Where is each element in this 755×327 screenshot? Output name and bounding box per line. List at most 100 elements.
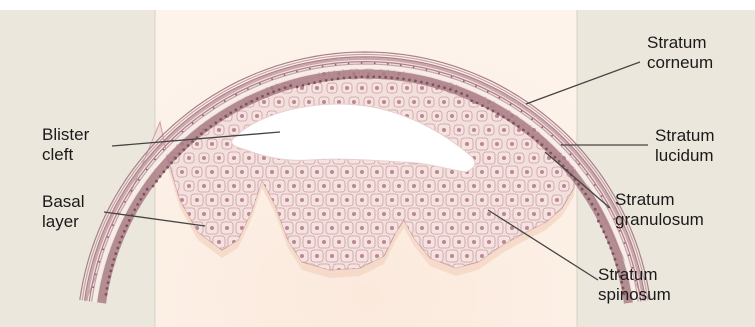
granule (384, 76, 387, 79)
cell-nucleus (202, 184, 206, 188)
label-basal-layer-line2: layer (42, 212, 79, 231)
cell-nucleus (360, 170, 364, 174)
corneum-fleck (124, 201, 126, 203)
cell-nucleus (405, 198, 409, 202)
granule (420, 81, 423, 84)
cell-nucleus (337, 240, 341, 244)
granule (443, 86, 446, 89)
granule (541, 144, 544, 147)
corneum-fleck (594, 184, 596, 186)
label-stratum-corneum: Stratum corneum (647, 33, 713, 72)
corneum-fleck (102, 249, 104, 251)
granule (111, 264, 114, 267)
corneum-fleck (413, 66, 415, 68)
cell-nucleus (217, 212, 221, 216)
granule (588, 198, 591, 201)
cell-nucleus (442, 100, 446, 104)
corneum-fleck (628, 254, 630, 256)
granule (159, 175, 162, 178)
granule (191, 140, 194, 143)
cell-nucleus (427, 240, 431, 244)
cell-nucleus (525, 142, 529, 146)
granule (390, 76, 393, 79)
cell-nucleus (487, 128, 491, 132)
cell-nucleus (540, 198, 544, 202)
cell-nucleus (285, 170, 289, 174)
cell-nucleus (345, 226, 349, 230)
cell-nucleus (495, 142, 499, 146)
corneum-fleck (531, 118, 533, 120)
cell-nucleus (225, 198, 229, 202)
granule (136, 203, 139, 206)
corneum-fleck (463, 80, 465, 82)
granule (605, 236, 608, 239)
granule (614, 258, 617, 261)
granule (105, 293, 108, 296)
cell-nucleus (225, 170, 229, 174)
cell-nucleus (427, 100, 431, 104)
corneum-fleck (95, 274, 97, 276)
cell-nucleus (322, 212, 326, 216)
cell-nucleus (480, 198, 484, 202)
granule (545, 148, 548, 151)
corneum-fleck (202, 114, 204, 116)
cell-nucleus (262, 156, 266, 160)
granule (354, 76, 357, 79)
granule (106, 287, 109, 290)
granule (109, 270, 112, 273)
cell-nucleus (202, 156, 206, 160)
corneum-fleck (271, 78, 273, 80)
granule (549, 152, 552, 155)
granule (116, 247, 119, 250)
granule (166, 166, 169, 169)
corneum-fleck (570, 153, 572, 155)
granule (536, 140, 539, 143)
cell-nucleus (457, 184, 461, 188)
granule (125, 224, 128, 227)
cell-nucleus (255, 114, 259, 118)
cell-nucleus (487, 156, 491, 160)
corneum-fleck (192, 122, 194, 124)
granule (284, 86, 287, 89)
granule (229, 112, 232, 115)
cell-nucleus (390, 86, 394, 90)
granule (307, 83, 310, 86)
cell-nucleus (517, 212, 521, 216)
granule (597, 213, 600, 216)
cell-nucleus (375, 198, 379, 202)
label-stratum-granulosum-line1: Stratum (615, 190, 675, 209)
cell-nucleus (225, 142, 229, 146)
cell-nucleus (300, 170, 304, 174)
cell-nucleus (457, 100, 461, 104)
cell-nucleus (195, 170, 199, 174)
granule (296, 86, 299, 89)
granule (610, 247, 613, 250)
granule (133, 208, 136, 211)
granule (210, 125, 213, 128)
cell-nucleus (300, 198, 304, 202)
cell-nucleus (360, 254, 364, 258)
cell-nucleus (195, 142, 199, 146)
cell-nucleus (480, 114, 484, 118)
granule (527, 132, 530, 135)
granule (591, 203, 594, 206)
cell-nucleus (330, 254, 334, 258)
cell-nucleus (307, 240, 311, 244)
granule (289, 84, 292, 87)
granule (554, 156, 557, 159)
cell-nucleus (375, 86, 379, 90)
cell-nucleus (217, 156, 221, 160)
label-stratum-spinosum-line2: spinosum (598, 285, 671, 304)
granule (402, 78, 405, 81)
cell-nucleus (225, 226, 229, 230)
cell-nucleus (330, 170, 334, 174)
cell-nucleus (315, 254, 319, 258)
cell-nucleus (277, 184, 281, 188)
cell-nucleus (405, 86, 409, 90)
granule (174, 157, 177, 160)
granule (337, 77, 340, 80)
cell-nucleus (450, 254, 454, 258)
cell-nucleus (315, 226, 319, 230)
label-stratum-lucidum: Stratum lucidum (655, 126, 719, 165)
cell-nucleus (390, 170, 394, 174)
